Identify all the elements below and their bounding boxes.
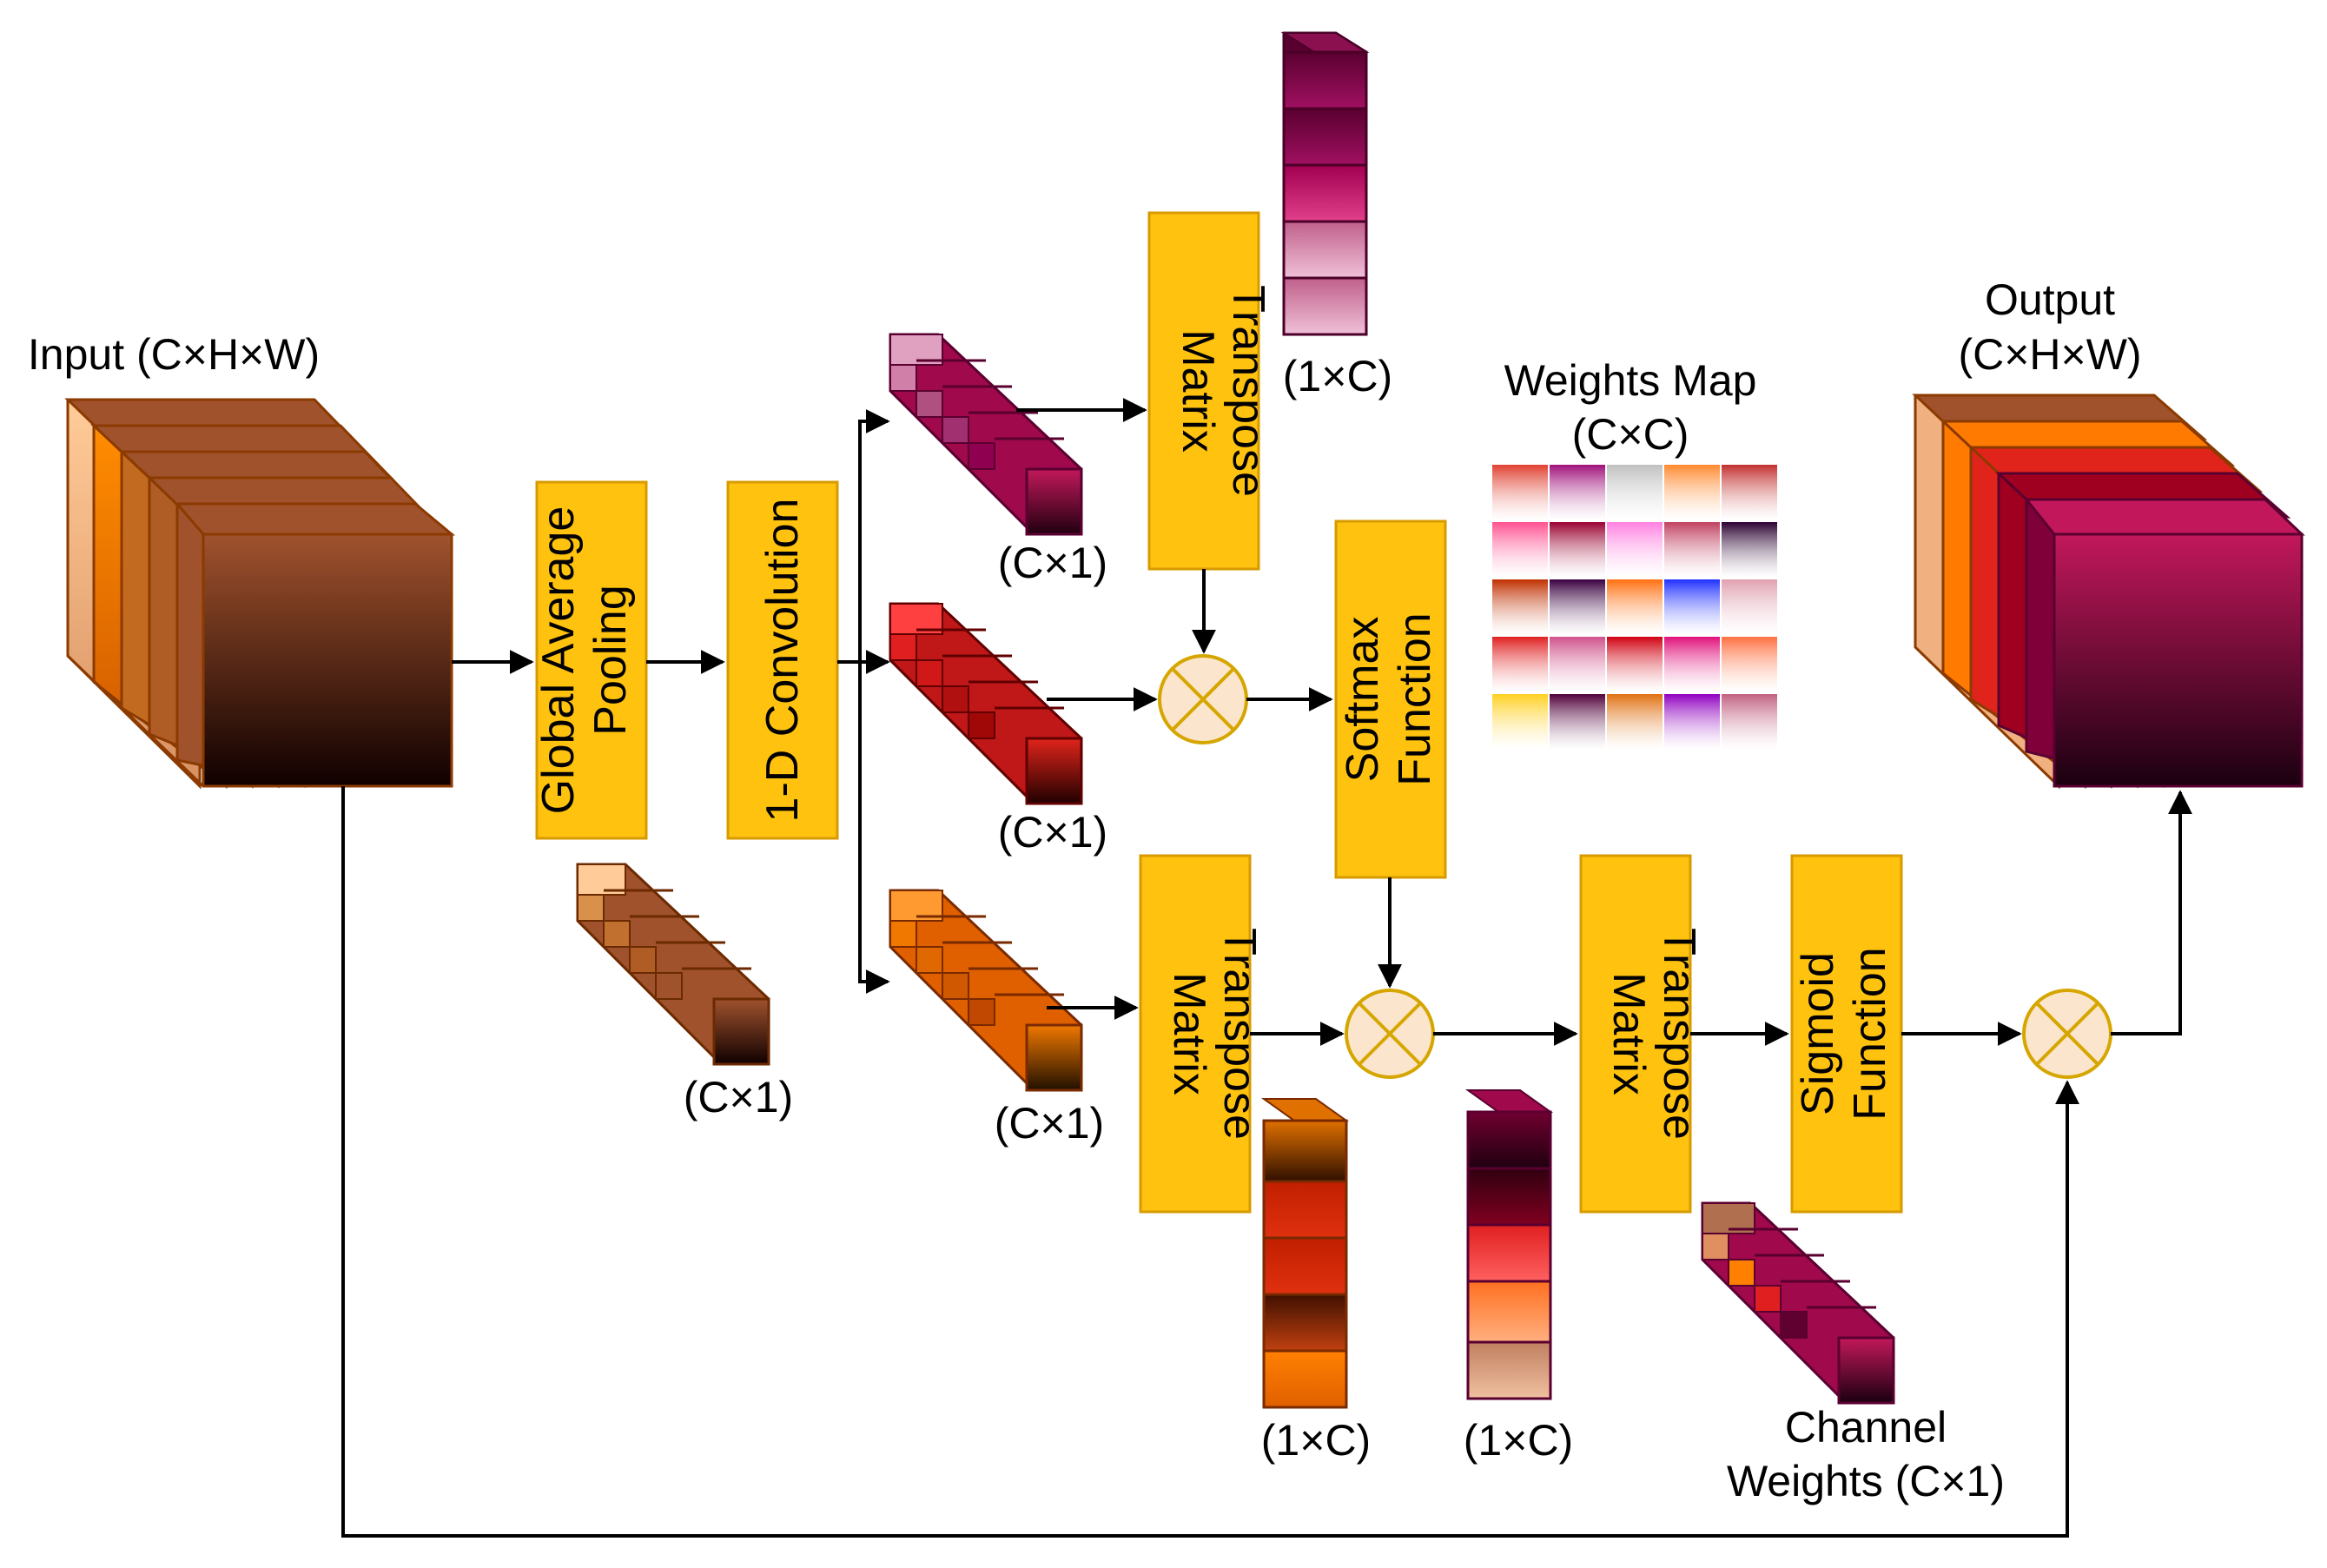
matrix-transpose-top-block: Matrix Transpose <box>1147 211 1273 571</box>
gap-line1: Global Average <box>533 506 584 815</box>
weights-map-cell <box>1492 694 1548 750</box>
middle-vector-label: (C×1) <box>998 808 1107 857</box>
weights-map-cell <box>1550 694 1605 750</box>
matrix-transpose-bottom-block: Matrix Transpose <box>1139 854 1265 1214</box>
weights-map-cell <box>1607 522 1663 578</box>
softmax-block: Softmax Function <box>1334 519 1447 879</box>
weights-map-cell <box>1492 637 1548 692</box>
sigmoid-line2: Function <box>1845 947 1895 1120</box>
gap-line2: Pooling <box>585 585 636 735</box>
right-transpose-vector <box>1464 1089 1554 1400</box>
weights-map-cell <box>1550 637 1605 692</box>
transpose-top-line2: Transpose <box>1223 285 1273 497</box>
arrow-conv-to-top <box>837 409 890 664</box>
middle-vector <box>889 602 1083 805</box>
bottom-vector <box>889 889 1083 1092</box>
weights-map-cell <box>1664 522 1720 578</box>
weights-map-cell <box>1492 522 1548 578</box>
arrow-conv-to-bottom <box>858 662 890 994</box>
output-label-line1: Output <box>1985 275 2115 324</box>
weights-map-cell <box>1550 522 1605 578</box>
input-label: Input (C×H×W) <box>28 330 320 379</box>
sigmoid-block: Sigmoid Function <box>1790 854 1903 1214</box>
top-transpose-vector <box>1280 31 1370 336</box>
weights-map-cell <box>1722 579 1777 635</box>
arrow-residual-input-to-multiply <box>341 786 2079 1538</box>
right-transpose-vector-label: (1×C) <box>1464 1416 1573 1465</box>
top-vector <box>889 333 1083 536</box>
softmax-line2: Function <box>1390 612 1440 785</box>
weights-map-cell <box>1722 694 1777 750</box>
transpose-right-line1: Matrix <box>1603 972 1654 1095</box>
weights-map-cell <box>1492 579 1548 635</box>
softmax-line1: Softmax <box>1338 617 1388 783</box>
input-feature-cube <box>64 398 456 790</box>
global-average-pooling-block: Global Average Pooling <box>533 480 648 840</box>
channel-weights-vector <box>1701 1201 1895 1405</box>
transpose-bottom-line1: Matrix <box>1164 972 1214 1095</box>
weights-map-cell <box>1492 465 1548 520</box>
weights-map-cell <box>1664 694 1720 750</box>
weights-map-cell <box>1664 465 1720 520</box>
multiply-node-right <box>2022 989 2112 1079</box>
weights-map-cell <box>1607 579 1663 635</box>
weights-map-cell <box>1664 579 1720 635</box>
connectors <box>341 398 2192 1538</box>
matrix-transpose-right-block: Matrix Transpose <box>1579 854 1704 1214</box>
sigmoid-line1: Sigmoid <box>1793 952 1843 1115</box>
weights-map-cell <box>1607 694 1663 750</box>
weights-map-cell <box>1722 465 1777 520</box>
weights-map-cell <box>1550 579 1605 635</box>
weights-map-cell <box>1550 465 1605 520</box>
weights-map-label-line1: Weights Map <box>1504 356 1757 405</box>
output-label-line2: (C×H×W) <box>1958 330 2141 379</box>
weights-map-cell <box>1664 637 1720 692</box>
multiply-node-middle <box>1345 989 1435 1079</box>
top-transpose-vector-label: (1×C) <box>1283 352 1392 400</box>
top-vector-label: (C×1) <box>998 539 1107 587</box>
gap-vector <box>576 863 770 1066</box>
bottom-transpose-vector <box>1260 1098 1350 1409</box>
conv1d-block: 1-D Convolution <box>726 480 839 840</box>
transpose-top-line1: Matrix <box>1173 329 1223 453</box>
output-feature-cube <box>1912 394 2305 790</box>
arrow-multiply-to-output <box>2111 790 2192 1035</box>
channel-weights-line2: Weights (C×1) <box>1727 1457 2005 1505</box>
weights-map-cell <box>1607 637 1663 692</box>
gap-vector-label: (C×1) <box>684 1073 793 1121</box>
weights-map-cell <box>1722 637 1777 692</box>
bottom-vector-label: (C×1) <box>995 1099 1104 1148</box>
weights-map-label-line2: (C×C) <box>1572 410 1689 459</box>
conv-label: 1-D Convolution <box>757 499 808 823</box>
channel-weights-line1: Channel <box>1785 1403 1947 1452</box>
weights-map-grid <box>1492 465 1777 750</box>
weights-map-cell <box>1722 522 1777 578</box>
weights-map-cell <box>1607 465 1663 520</box>
bottom-transpose-vector-label: (1×C) <box>1261 1416 1371 1465</box>
multiply-node-top <box>1158 654 1248 744</box>
